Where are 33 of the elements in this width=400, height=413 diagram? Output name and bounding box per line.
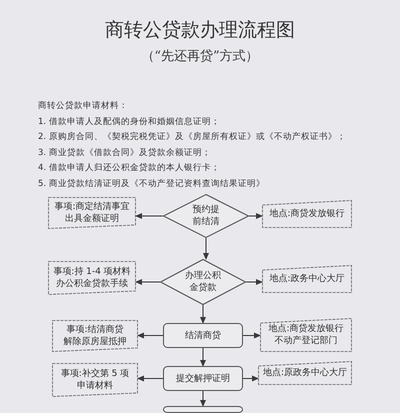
decision-diamond: 办理公积金贷款: [160, 259, 246, 305]
decision-diamond: 预约提前结清: [163, 194, 249, 238]
arrow: [137, 332, 164, 338]
arrow: [135, 279, 160, 285]
arrow: [248, 213, 263, 219]
arrow: [137, 376, 164, 382]
note-box: 地点:商贷发放银行: [262, 200, 352, 228]
process-box: [163, 406, 243, 413]
arrow: [200, 390, 206, 407]
list-item: 5. 商业贷款结清证明及《不动产登记资料查询结果证明》: [38, 178, 265, 190]
arrow: [246, 279, 263, 285]
note-box: 事项:商定结清事宜出具金额证明: [48, 197, 136, 229]
arrow: [242, 332, 261, 338]
list-item: 3. 商业贷款《借款合同》及贷款余额证明；: [38, 146, 211, 158]
process-box: 结清商贷: [163, 323, 243, 348]
list-item: 4. 借款申请人归还公积金贷款的本人银行卡；: [38, 162, 220, 174]
arrow: [200, 348, 206, 367]
title: 商转公贷款办理流程图: [104, 18, 296, 42]
note-box: 地点:商贷发放银行不动产登记部门: [260, 318, 352, 352]
arrow: [200, 304, 206, 324]
arrow: [203, 238, 209, 260]
note-box: 事项:补交第 5 项申请材料: [52, 363, 138, 397]
list-heading: 商转公贷款申请材料：: [38, 100, 128, 112]
process-box: 提交解押证明: [163, 366, 243, 391]
arrow: [242, 376, 259, 382]
note-box: 事项:结清商贷解除原房屋抵押: [52, 320, 138, 352]
arrow: [135, 213, 164, 219]
list-item: 1. 借款申请人及配偶的身份和婚姻信息证明；: [38, 116, 220, 128]
note-box: 事项:持 1-4 项材料办公积金贷款手续: [48, 261, 136, 295]
list-item: 2. 原购房合同、《契税完税凭证》及《房屋所有权证》或《不动产权证书》；: [38, 131, 346, 143]
note-box: 地点:政务中心大厅: [262, 265, 352, 293]
note-box: 地点:原政务中心大厅: [258, 361, 352, 385]
subtitle: （“先还再贷”方式）: [140, 48, 260, 66]
